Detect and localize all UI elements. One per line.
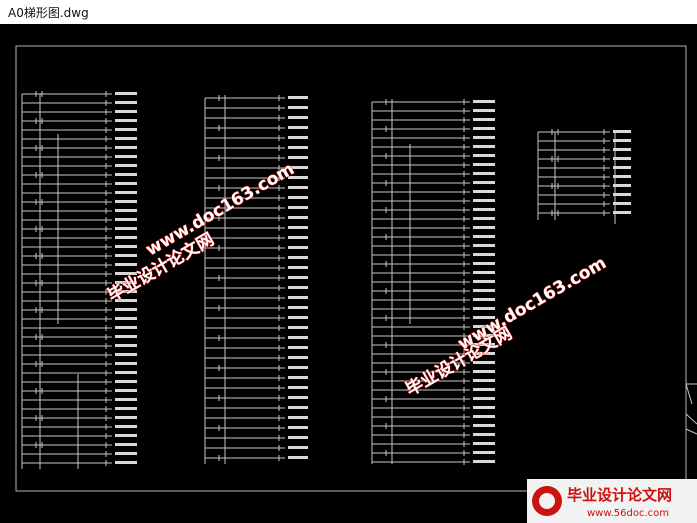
site-logo: 毕业设计论文网 www.56doc.com bbox=[527, 479, 697, 523]
logo-graphic: 毕业设计论文网 www.56doc.com bbox=[532, 486, 672, 519]
watermark-2: www.doc163.com bbox=[142, 159, 298, 261]
logo-title: 毕业设计论文网 bbox=[567, 486, 672, 504]
drawing-canvas[interactable]: 毕业设计论文网 www.doc163.com 毕业设计论文网 www.doc16… bbox=[0, 24, 697, 523]
ladder-coils-and-labels bbox=[115, 92, 631, 464]
svg-text:www.doc163.com: www.doc163.com bbox=[143, 159, 298, 260]
edge-marker bbox=[685, 383, 697, 435]
svg-text:www.doc163.com: www.doc163.com bbox=[455, 253, 610, 354]
logo-url: www.56doc.com bbox=[587, 508, 669, 519]
title-bar: A0梯形图.dwg bbox=[0, 0, 697, 25]
ladder-rungs bbox=[21, 91, 616, 469]
window-title: A0梯形图.dwg bbox=[8, 6, 89, 20]
watermark-4: www.doc163.com bbox=[454, 253, 610, 355]
drawing-border bbox=[15, 45, 687, 492]
ladder-diagram-drawing: 毕业设计论文网 www.doc163.com 毕业设计论文网 www.doc16… bbox=[15, 45, 697, 492]
